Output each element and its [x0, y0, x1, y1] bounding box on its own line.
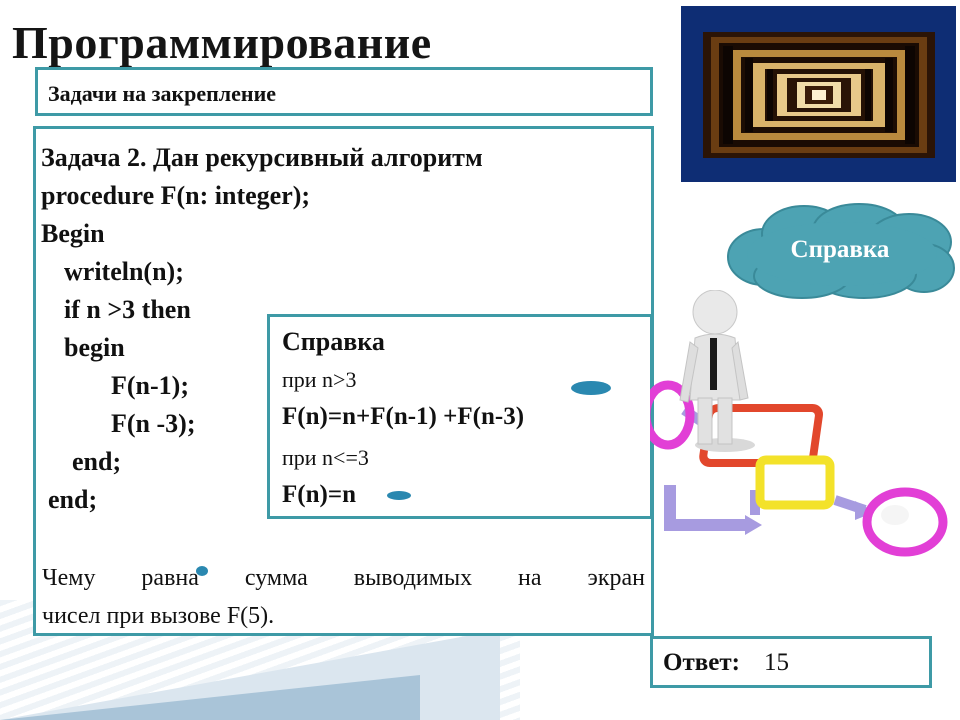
code-line: end;	[48, 485, 98, 514]
help-formula: F(n)=n	[282, 481, 356, 508]
tunnel-image	[681, 6, 956, 182]
help-title: Справка	[282, 327, 385, 356]
help-button-label: Справка	[790, 236, 890, 263]
marker-dot	[196, 566, 208, 576]
help-box: Справка при n>3 F(n)=n+F(n-1) +F(n-3) пр…	[267, 314, 653, 519]
question-line: Чему равна сумма выводимых на экран	[42, 565, 645, 591]
code-line: F(n -3);	[111, 409, 196, 438]
marker-dot	[571, 381, 611, 395]
code-line: if n >3 then	[64, 295, 191, 324]
help-condition: при n<=3	[282, 445, 369, 470]
code-line: end;	[72, 447, 122, 476]
answer-box: Ответ: 15	[650, 636, 932, 688]
subtitle-box: Задачи на закрепление	[35, 67, 653, 116]
answer-value: 15	[764, 649, 789, 676]
help-condition: при n>3	[282, 367, 357, 392]
code-line: begin	[64, 333, 125, 362]
answer-label: Ответ:	[663, 649, 740, 676]
flowchart-icon	[641, 289, 955, 575]
help-formula: F(n)=n+F(n-1) +F(n-3)	[282, 403, 525, 430]
marker-dot	[387, 491, 411, 500]
decorative-wedge-dark	[0, 675, 420, 720]
code-line: procedure F(n: integer);	[41, 181, 311, 210]
help-cloud-icon	[727, 203, 955, 299]
code-line: Begin	[41, 219, 105, 248]
subtitle-text: Задачи на закрепление	[48, 81, 277, 106]
help-button[interactable]: Справка	[724, 202, 956, 300]
code-line: F(n-1);	[111, 371, 189, 400]
task-heading: Задача 2. Дан рекурсивный алгоритм	[41, 143, 483, 172]
page-title: Программирование	[12, 17, 432, 68]
question-line: чисел при вызове F(5).	[42, 603, 275, 629]
code-line: writeln(n);	[64, 257, 184, 286]
